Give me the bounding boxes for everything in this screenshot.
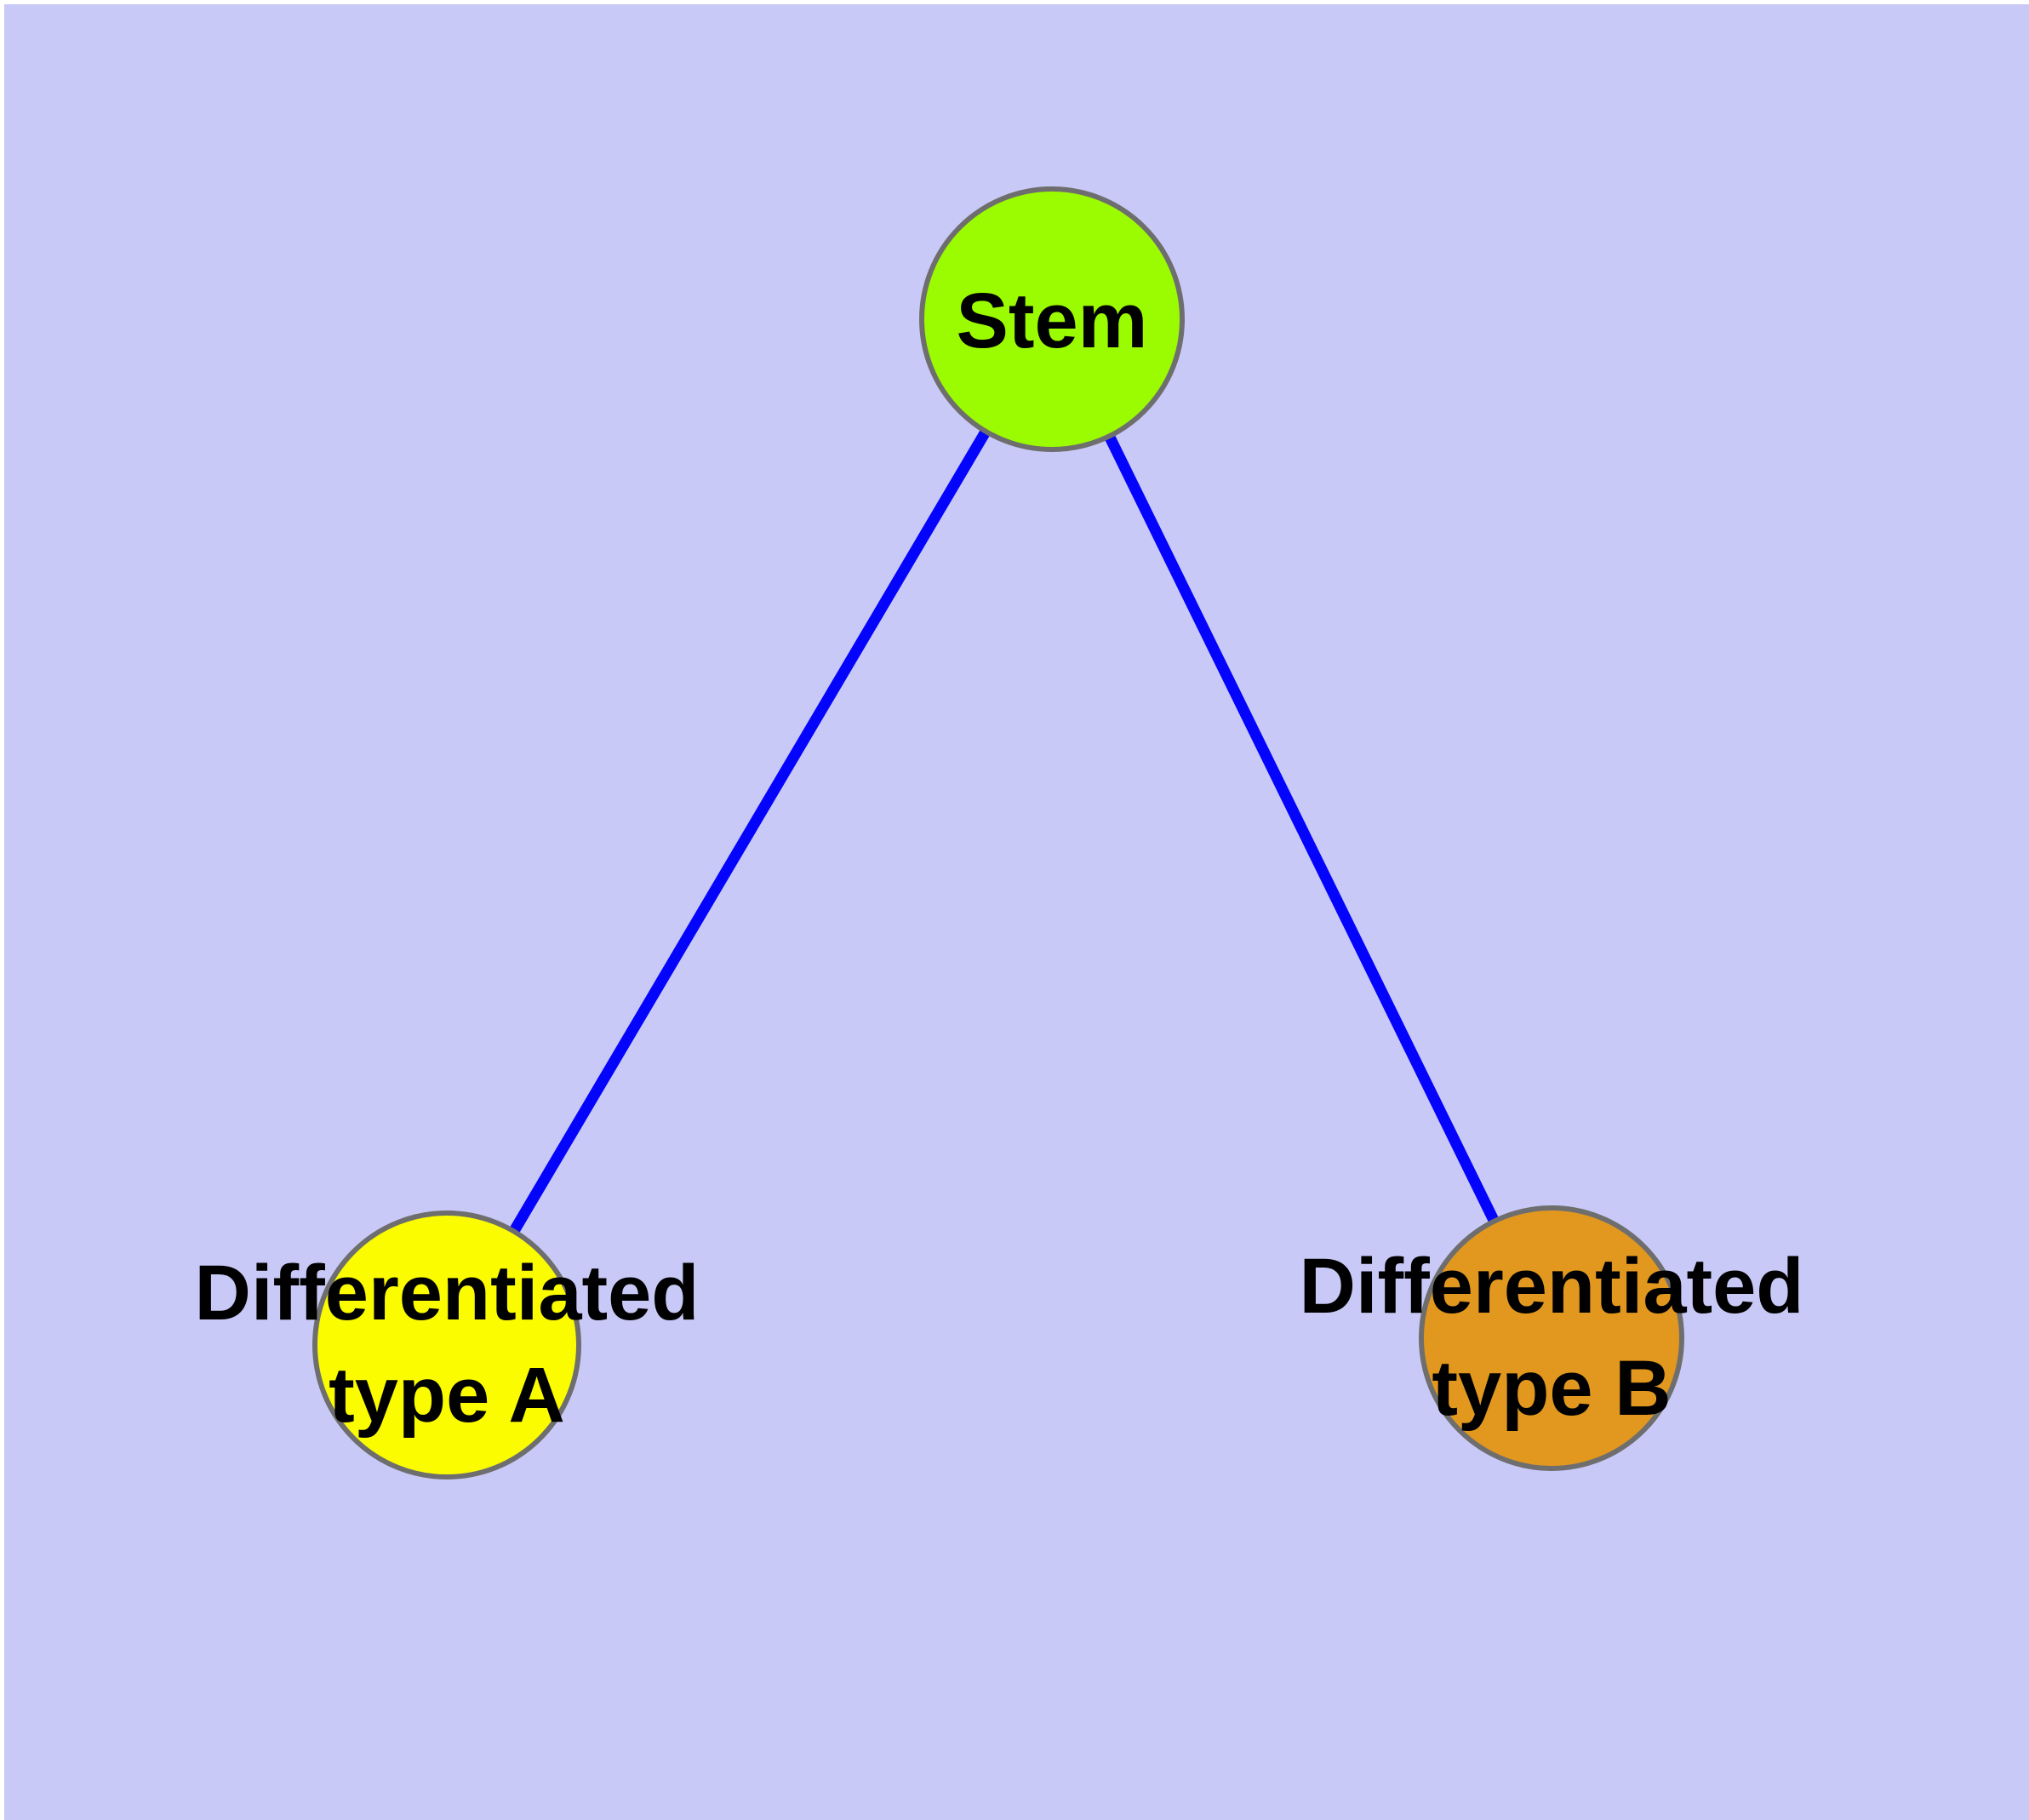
node-type-a-label-line2: type A: [329, 1352, 565, 1439]
node-differentiated-type-b: [1419, 1205, 1684, 1471]
node-type-b-label-line2: type B: [1432, 1345, 1671, 1432]
edge-stem-to-type-b: [1047, 317, 1557, 1341]
edge-stem-to-type-a: [442, 316, 1057, 1348]
node-type-b-label-line1: Differentiated: [1300, 1243, 1804, 1330]
node-stem: [919, 186, 1185, 452]
node-differentiated-type-a: [312, 1210, 581, 1479]
node-type-a-label-line1: Differentiated: [195, 1250, 700, 1336]
node-stem-label: Stem: [957, 278, 1148, 364]
